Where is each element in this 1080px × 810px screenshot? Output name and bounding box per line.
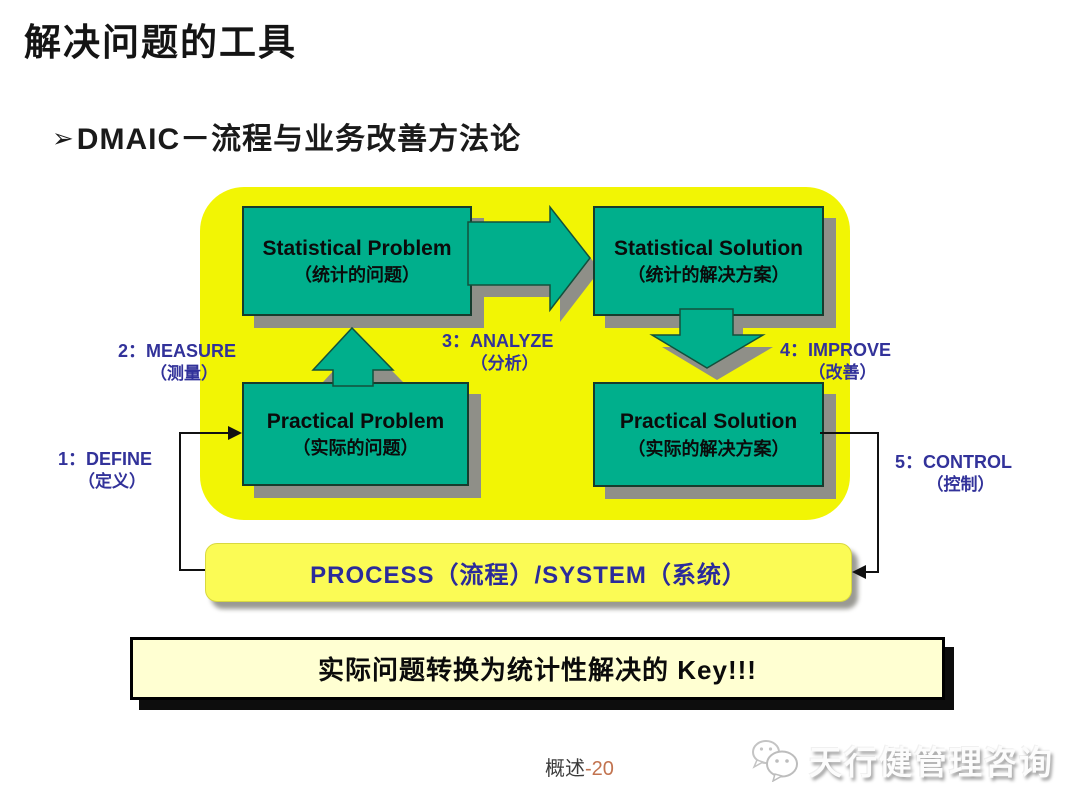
arrow-bullet-icon: ➢ — [52, 123, 75, 153]
step-define-text: 1：DEFINE — [58, 449, 153, 469]
page-footer: 概述-20 — [545, 752, 614, 781]
key-note-box: 实际问题转换为统计性解决的 Key!!! — [130, 637, 945, 700]
step-define-cn: （定义） — [78, 472, 147, 492]
step-control-cn: （控制） — [926, 475, 995, 495]
slide-subtitle: ➢DMAIC－流程与业务改善方法论 — [52, 114, 521, 158]
process-system-bar: PROCESS（流程）/SYSTEM（系统） — [205, 543, 852, 602]
step-analyze-text: 3：ANALYZE — [442, 331, 554, 351]
practical-problem-label: Practical Problem — [266, 409, 445, 433]
step-label-define: 1：DEFINE （定义） — [58, 448, 152, 493]
practical-problem-box: Practical Problem （实际的问题） — [242, 382, 469, 486]
footer-section-label: 概述 — [545, 758, 585, 780]
practical-solution-label: Practical Solution — [619, 410, 798, 434]
step-improve-text: 4：IMPROVE — [780, 340, 892, 360]
step-label-improve: 4：IMPROVE （改善） — [780, 339, 891, 384]
practical-solution-cn: （实际的解决方案） — [627, 438, 790, 459]
statistical-solution-cn: （统计的解决方案） — [627, 265, 790, 286]
practical-problem-cn: （实际的问题） — [292, 438, 419, 459]
key-note-text: 实际问题转换为统计性解决的 Key!!! — [318, 655, 757, 685]
watermark: 天行健管理咨询 — [749, 736, 1054, 784]
control-connector-arrowhead-icon — [852, 565, 866, 579]
statistical-solution-box: Statistical Solution （统计的解决方案） — [593, 206, 824, 316]
statistical-problem-label: Statistical Problem — [262, 236, 452, 260]
step-label-analyze: 3：ANALYZE （分析） — [442, 330, 553, 375]
step-analyze-cn: （分析） — [470, 354, 539, 374]
step-control-text: 5：CONTROL — [895, 452, 1012, 472]
step-improve-cn: （改善） — [808, 363, 877, 383]
step-label-control: 5：CONTROL （控制） — [895, 451, 1012, 496]
footer-page-number: -20 — [585, 758, 614, 780]
subtitle-text: DMAIC－流程与业务改善方法论 — [76, 123, 522, 156]
step-label-measure: 2：MEASURE （测量） — [118, 340, 236, 385]
watermark-text: 天行健管理咨询 — [809, 744, 1054, 781]
step-measure-text: 2：MEASURE — [118, 341, 237, 361]
statistical-solution-label: Statistical Solution — [613, 236, 804, 260]
statistical-problem-box: Statistical Problem （统计的问题） — [242, 206, 472, 316]
practical-solution-box: Practical Solution （实际的解决方案） — [593, 382, 824, 487]
chat-bubbles-icon — [752, 740, 798, 782]
step-measure-cn: （测量） — [150, 364, 219, 384]
page-title: 解决问题的工具 — [24, 22, 297, 63]
statistical-problem-cn: （统计的问题） — [294, 265, 420, 286]
process-system-label: PROCESS（流程）/SYSTEM（系统） — [310, 562, 747, 589]
